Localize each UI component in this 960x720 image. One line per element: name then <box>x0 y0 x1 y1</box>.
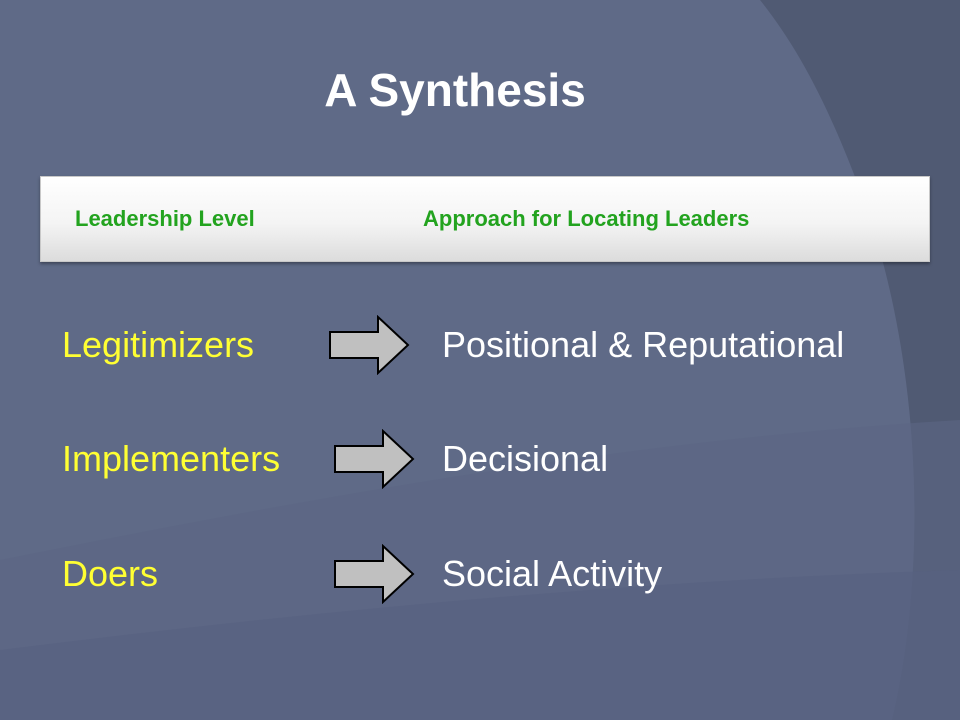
column-header-bar: Leadership Level Approach for Locating L… <box>40 176 930 262</box>
header-leadership-level: Leadership Level <box>75 206 255 231</box>
right-arrow-icon <box>334 429 415 489</box>
approach-label: Social Activity <box>442 553 663 594</box>
row-doers: Doers Social Activity <box>0 544 960 604</box>
header-approach: Approach for Locating Leaders <box>423 206 750 231</box>
approach-label: Positional & Reputational <box>442 324 845 365</box>
level-label: Legitimizers <box>62 324 255 365</box>
right-arrow-icon <box>334 544 415 604</box>
level-label: Implementers <box>62 438 281 479</box>
row-legitimizers: Legitimizers Positional & Reputational <box>0 315 960 375</box>
right-arrow-icon <box>329 315 410 375</box>
slide-title: A Synthesis <box>324 64 586 116</box>
level-label: Doers <box>62 553 159 594</box>
row-implementers: Implementers Decisional <box>0 429 960 489</box>
approach-label: Decisional <box>442 438 609 479</box>
